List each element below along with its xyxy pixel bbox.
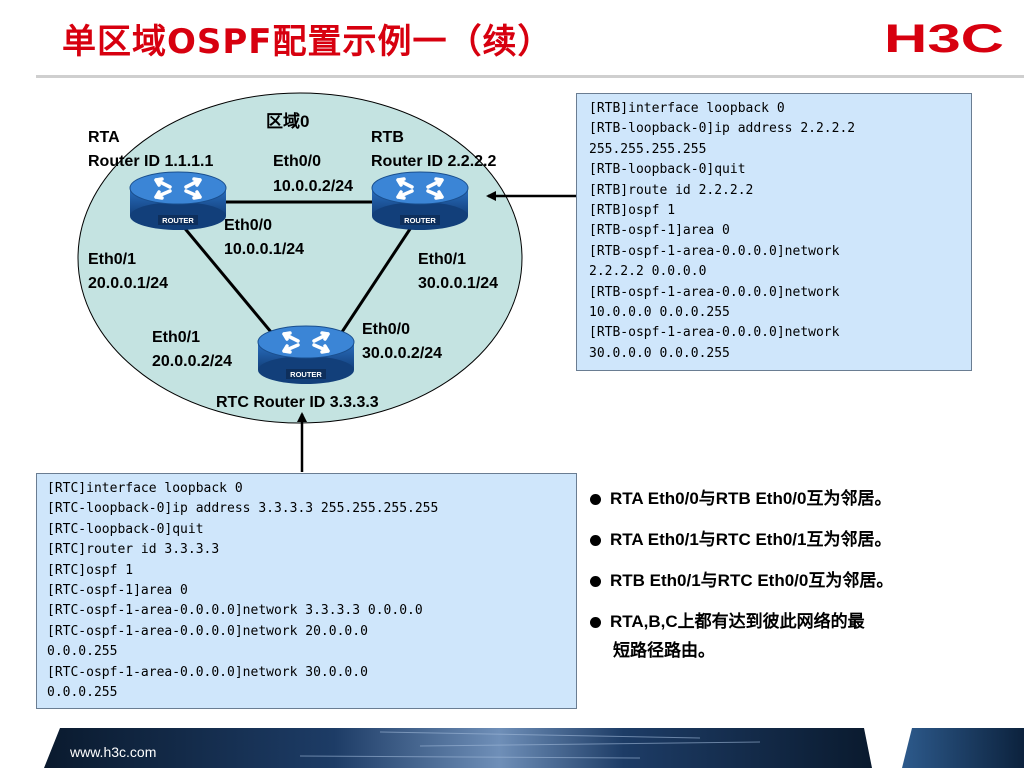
rtc-router-id: RTC Router ID 3.3.3.3 [216, 394, 379, 411]
bullet-item: RTB Eth0/1与RTC Eth0/0互为邻居。 [588, 566, 1018, 607]
rtb-config-line: [RTB]ospf 1 [589, 202, 676, 218]
rtb-config-line: [RTB]interface loopback 0 [589, 101, 785, 116]
rtc-config-line: 0.0.0.255 [47, 684, 118, 700]
bullet-dot-icon [590, 576, 601, 587]
rtc-config-line: 0.0.0.255 [47, 644, 118, 660]
link-rta-rtc [180, 224, 278, 339]
rtc-config-line: [RTC]router id 3.3.3.3 [47, 542, 220, 558]
router-rtb-icon [370, 170, 470, 232]
bullet-dot-icon [590, 535, 601, 546]
rtb-eth00-name: Eth0/0 [273, 153, 322, 170]
link-rtb-rtc [338, 225, 414, 336]
title-divider [36, 75, 1024, 78]
rtb-config-line: 30.0.0.0 0.0.0.255 [589, 345, 730, 361]
rtb-name: RTB [371, 129, 404, 146]
router-rtc-icon [256, 324, 356, 386]
rtc-eth00-ip: 30.0.0.2/24 [362, 345, 443, 362]
bullet-text: RTA Eth0/0与RTB Eth0/0互为邻居。 [610, 489, 892, 508]
bullet-dot-icon [590, 494, 601, 505]
rtb-config-line: [RTB-ospf-1-area-0.0.0.0]network [589, 284, 840, 300]
rtc-config-line: [RTC-loopback-0]quit [47, 521, 204, 537]
rtc-config-line: [RTC-loopback-0]ip address 3.3.3.3 255.2… [47, 501, 439, 517]
bullet-item: RTA,B,C上都有达到彼此网络的最 [588, 607, 1018, 648]
rtb-config-line: [RTB]route id 2.2.2.2 [589, 182, 754, 198]
rta-eth00-name: Eth0/0 [224, 217, 273, 234]
bullet-item: RTA Eth0/1与RTC Eth0/1互为邻居。 [588, 525, 1018, 566]
rtb-config-line: 10.0.0.0 0.0.0.255 [589, 304, 730, 320]
rtb-config-line: [RTB-ospf-1-area-0.0.0.0]network [589, 243, 840, 259]
rtc-config-line: [RTC]interface loopback 0 [47, 481, 243, 496]
bullet-dot-icon [590, 617, 601, 628]
h3c-logo: H3C [884, 18, 1004, 58]
rtb-eth01-ip: 30.0.0.1/24 [418, 275, 499, 292]
rtb-config-line: [RTB-ospf-1-area-0.0.0.0]network [589, 325, 840, 341]
rtb-eth00-ip: 10.0.0.2/24 [273, 178, 354, 195]
rtb-router-id: Router ID 2.2.2.2 [371, 153, 497, 170]
slide-title: 单区域OSPF配置示例一（续） [62, 22, 553, 62]
rtc-eth01-ip: 20.0.0.2/24 [152, 353, 233, 370]
router-rta-icon [128, 170, 228, 232]
bullet-text: RTA,B,C上都有达到彼此网络的最 [610, 612, 865, 631]
rta-eth01-name: Eth0/1 [88, 251, 137, 268]
bullet-text-continued: 短路径路由。 [613, 641, 715, 660]
bullet-text: RTA Eth0/1与RTC Eth0/1互为邻居。 [610, 530, 892, 549]
rtc-config-line: [RTC-ospf-1]area 0 [47, 582, 188, 598]
rtb-config-line: 255.255.255.255 [589, 141, 707, 157]
rtb-config-line: [RTB-loopback-0]quit [589, 162, 746, 178]
rtc-config-line: [RTC-ospf-1-area-0.0.0.0]network 3.3.3.3… [47, 603, 423, 619]
rta-eth01-ip: 20.0.0.1/24 [88, 275, 169, 292]
rtb-config-box: [RTB]interface loopback 0 [RTB-loopback-0… [576, 93, 972, 371]
rtc-eth00-name: Eth0/0 [362, 321, 411, 338]
rtb-config-line: [RTB-ospf-1]area 0 [589, 223, 730, 239]
rta-router-id: Router ID 1.1.1.1 [88, 153, 214, 170]
rtc-config-line: [RTC-ospf-1-area-0.0.0.0]network 20.0.0.… [47, 623, 368, 639]
area-label: 区域0 [266, 112, 310, 131]
rtc-config-box: [RTC]interface loopback 0 [RTC-loopback-0… [36, 473, 577, 709]
rtb-eth01-name: Eth0/1 [418, 251, 467, 268]
svg-text:H3C: H3C [884, 18, 1004, 58]
bullet-item: RTA Eth0/0与RTB Eth0/0互为邻居。 [588, 484, 1018, 525]
footer-url: www.h3c.com [70, 744, 157, 760]
rtc-eth01-name: Eth0/1 [152, 329, 201, 346]
bullet-text: RTB Eth0/1与RTC Eth0/0互为邻居。 [610, 571, 894, 590]
bullet-list: RTA Eth0/0与RTB Eth0/0互为邻居。 RTA Eth0/1与RTC… [588, 484, 1018, 666]
rtb-config-line: [RTB-loopback-0]ip address 2.2.2.2 [589, 121, 856, 137]
rta-name: RTA [88, 129, 120, 146]
footer-band [44, 728, 1024, 768]
rtc-config-line: [RTC-ospf-1-area-0.0.0.0]network 30.0.0.… [47, 664, 368, 680]
rta-eth00-ip: 10.0.0.1/24 [224, 241, 305, 258]
rtc-config-line: [RTC]ospf 1 [47, 562, 134, 578]
rtb-config-line: 2.2.2.2 0.0.0.0 [589, 264, 707, 280]
